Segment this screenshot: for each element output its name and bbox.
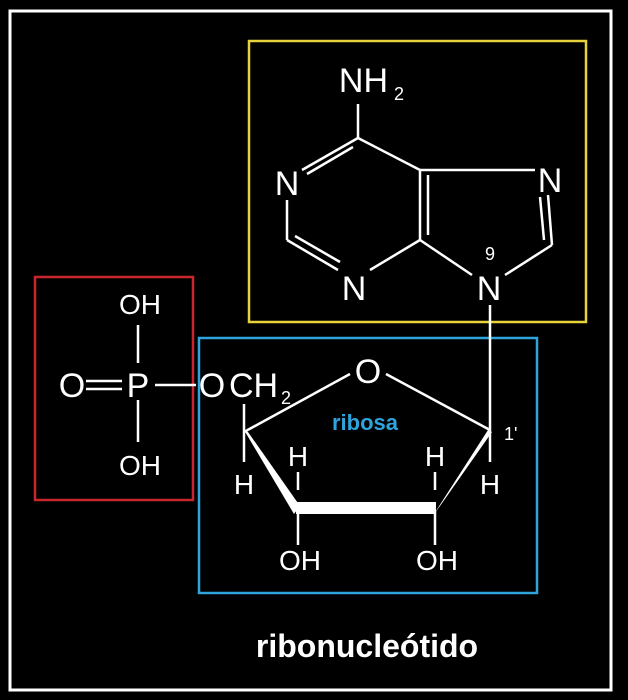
sugar-ring-wedges bbox=[244, 430, 492, 514]
base-n9: N bbox=[477, 270, 502, 308]
sugar-ch2: CH bbox=[229, 367, 278, 405]
sugar-h-c1: H bbox=[480, 469, 500, 500]
phosphate-o-double: O bbox=[59, 367, 85, 405]
base-bonds bbox=[285, 104, 554, 430]
phosphate-oh-bottom: OH bbox=[119, 450, 161, 481]
sugar-h-c4: H bbox=[234, 469, 254, 500]
sugar-h-c3: H bbox=[288, 441, 308, 472]
sugar-oh-c3: OH bbox=[279, 545, 321, 576]
sugar-ring-o: O bbox=[355, 353, 381, 391]
base-n1: N bbox=[275, 165, 300, 203]
position-1prime-label: 1' bbox=[504, 424, 517, 444]
sugar-h-c2: H bbox=[425, 441, 445, 472]
sugar-oh-c2: OH bbox=[416, 545, 458, 576]
base-n7: N bbox=[538, 162, 563, 200]
sugar-ch2-subscript: 2 bbox=[281, 388, 291, 408]
diagram-caption: ribonucleótido bbox=[256, 628, 478, 664]
phosphate-o-link: O bbox=[199, 367, 225, 405]
base-box bbox=[247, 39, 588, 324]
phosphate-bonds bbox=[86, 325, 196, 442]
sugar-label: ribosa bbox=[332, 410, 399, 435]
amine-subscript: 2 bbox=[394, 84, 404, 104]
base-n3: N bbox=[342, 270, 367, 308]
position-9-label: 9 bbox=[485, 244, 495, 264]
phosphate-oh-top: OH bbox=[119, 289, 161, 320]
phosphate-box bbox=[33, 275, 195, 502]
sugar-box bbox=[197, 336, 539, 595]
amine-n: NH bbox=[339, 62, 388, 100]
phosphate-p: P bbox=[127, 367, 150, 405]
sugar-ring-bonds bbox=[242, 372, 492, 545]
outer-frame bbox=[8, 9, 613, 692]
